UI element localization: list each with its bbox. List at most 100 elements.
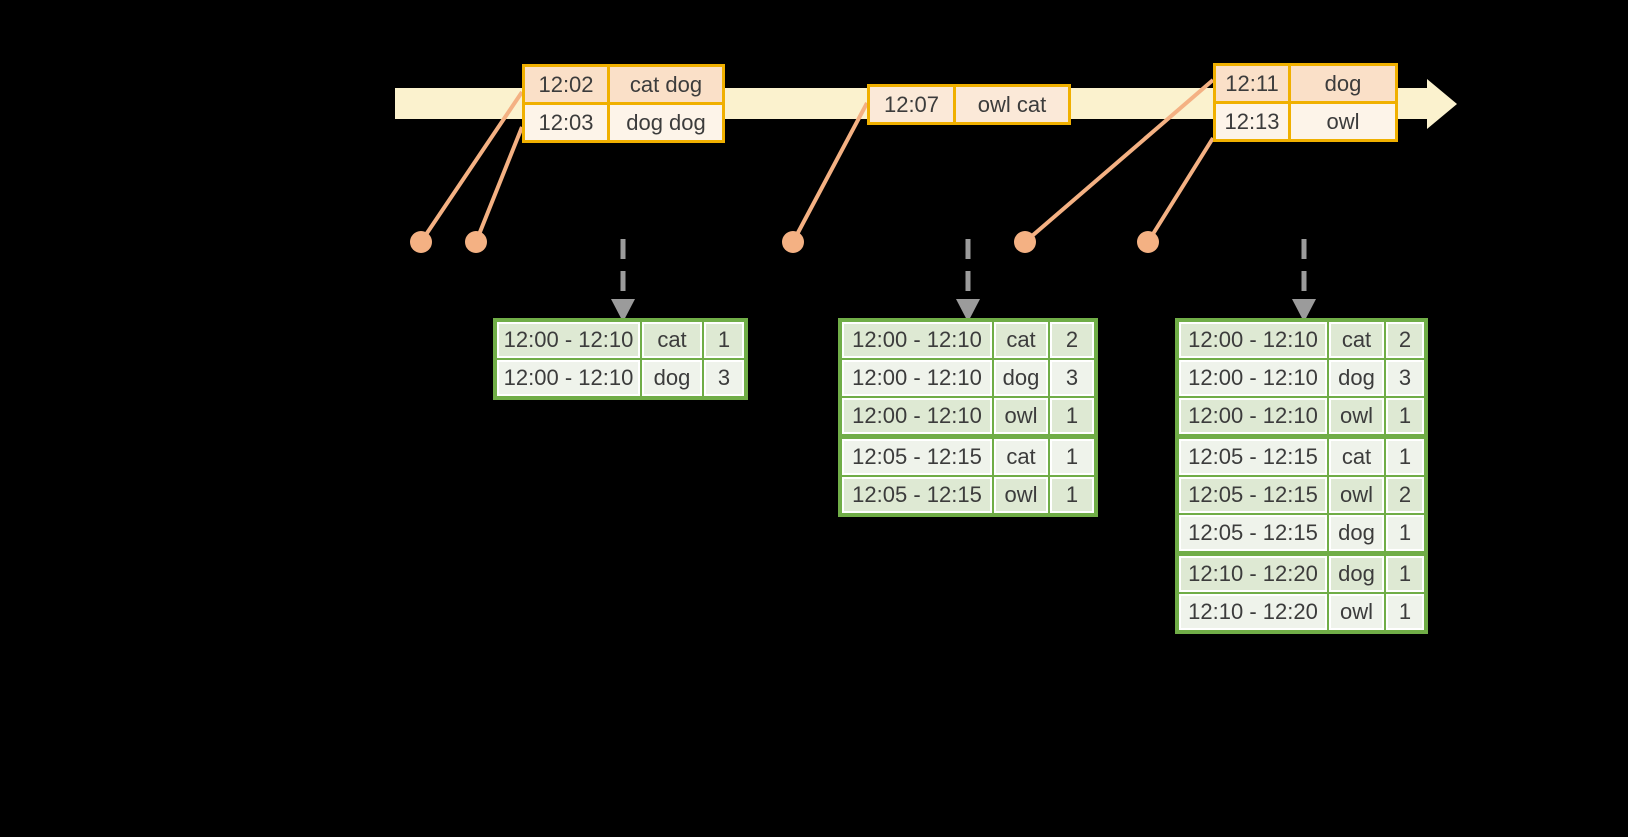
window-cell: 12:00 - 12:10 <box>1179 398 1327 434</box>
events-cell: owl <box>1291 104 1395 139</box>
arrow-down-icon <box>1292 299 1316 322</box>
time-cell: 12:02 <box>525 67 607 102</box>
count-cell: 1 <box>1386 515 1424 551</box>
word-cell: dog <box>1329 556 1384 592</box>
word-cell: owl <box>1329 594 1384 630</box>
events-cell: cat dog <box>610 67 722 102</box>
event-connector-line <box>791 102 869 243</box>
word-cell: cat <box>1329 322 1384 358</box>
event-connector-line <box>419 90 524 244</box>
count-cell: 1 <box>704 322 744 358</box>
word-cell: dog <box>642 360 702 396</box>
trigger-arrow <box>1292 239 1316 322</box>
count-cell: 1 <box>1386 439 1424 475</box>
window-cell: 12:00 - 12:10 <box>1179 322 1327 358</box>
window-cell: 12:10 - 12:20 <box>1179 594 1327 630</box>
event-marker-dot <box>1014 231 1036 253</box>
window-cell: 12:00 - 12:10 <box>842 398 992 434</box>
word-cell: cat <box>1329 439 1384 475</box>
word-cell: dog <box>1329 360 1384 396</box>
word-cell: cat <box>994 439 1048 475</box>
count-cell: 1 <box>1050 398 1094 434</box>
arrow-down-icon <box>611 299 635 322</box>
event-connector-line <box>474 126 524 243</box>
event-marker-dot <box>782 231 804 253</box>
count-cell: 1 <box>1050 439 1094 475</box>
time-cell: 12:07 <box>870 87 953 122</box>
events-cell: dog dog <box>610 105 722 140</box>
arrow-down-icon <box>956 299 980 322</box>
window-cell: 12:00 - 12:10 <box>842 322 992 358</box>
window-cell: 12:05 - 12:15 <box>1179 515 1327 551</box>
window-cell: 12:00 - 12:10 <box>842 360 992 396</box>
window-cell: 12:00 - 12:10 <box>1179 360 1327 396</box>
time-cell: 12:11 <box>1216 66 1288 101</box>
event-connector-line <box>1023 78 1215 244</box>
count-cell: 3 <box>1050 360 1094 396</box>
window-cell: 12:05 - 12:15 <box>1179 477 1327 513</box>
count-cell: 1 <box>1386 594 1424 630</box>
window-cell: 12:05 - 12:15 <box>842 477 992 513</box>
count-cell: 2 <box>1386 477 1424 513</box>
window-cell: 12:05 - 12:15 <box>1179 439 1327 475</box>
count-cell: 3 <box>704 360 744 396</box>
event-marker-dot <box>1137 231 1159 253</box>
event-connector-line <box>1146 136 1215 244</box>
count-cell: 2 <box>1050 322 1094 358</box>
count-cell: 2 <box>1386 322 1424 358</box>
window-cell: 12:10 - 12:20 <box>1179 556 1327 592</box>
trigger-arrow <box>956 239 980 322</box>
events-cell: dog <box>1291 66 1395 101</box>
count-cell: 1 <box>1386 398 1424 434</box>
word-cell: owl <box>1329 398 1384 434</box>
trigger-arrow <box>611 239 635 322</box>
window-cell: 12:05 - 12:15 <box>842 439 992 475</box>
word-cell: dog <box>1329 515 1384 551</box>
word-cell: cat <box>642 322 702 358</box>
time-cell: 12:13 <box>1216 104 1288 139</box>
count-cell: 3 <box>1386 360 1424 396</box>
word-cell: dog <box>994 360 1048 396</box>
word-cell: owl <box>994 477 1048 513</box>
count-cell: 1 <box>1050 477 1094 513</box>
window-cell: 12:00 - 12:10 <box>497 360 640 396</box>
window-cell: 12:00 - 12:10 <box>497 322 640 358</box>
event-marker-dot <box>465 231 487 253</box>
time-cell: 12:03 <box>525 105 607 140</box>
events-cell: owl cat <box>956 87 1068 122</box>
count-cell: 1 <box>1386 556 1424 592</box>
word-cell: owl <box>994 398 1048 434</box>
